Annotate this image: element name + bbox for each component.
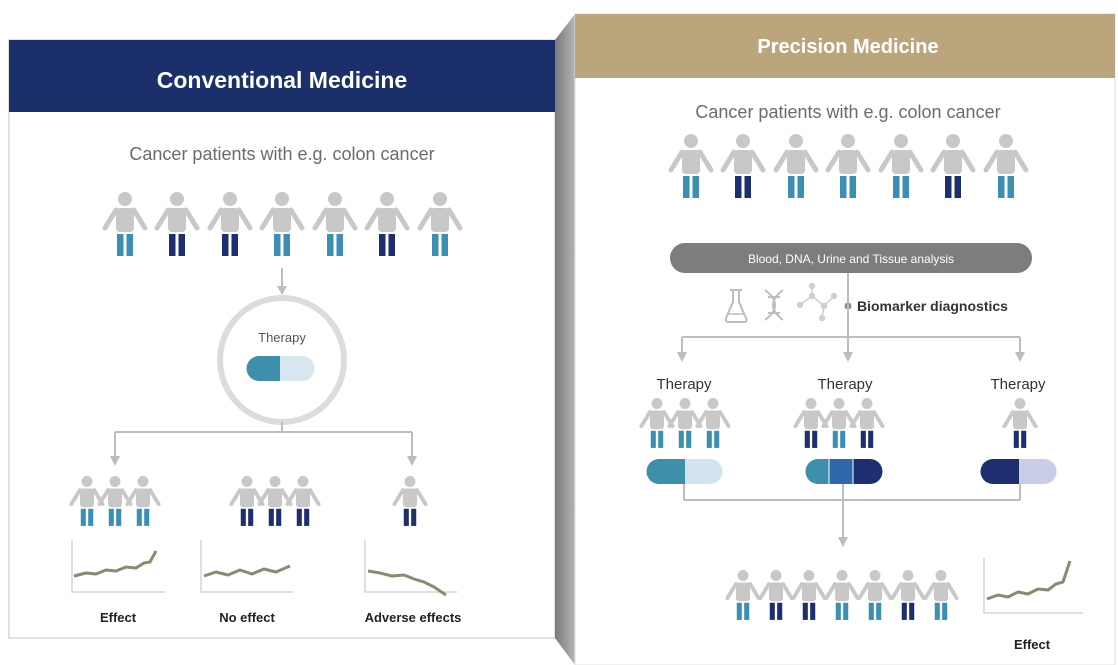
pill-icon — [805, 459, 883, 484]
arrow-down-icon — [407, 456, 417, 466]
pill-icon — [246, 356, 315, 381]
conventional-patient-group — [102, 192, 463, 256]
person-icon — [923, 570, 959, 620]
effect-trend-chart — [983, 558, 1083, 614]
therapy-label-3: Therapy — [990, 376, 1046, 393]
person-icon — [364, 192, 410, 256]
person-icon — [668, 134, 714, 198]
biomarker-label: Biomarker diagnostics — [857, 298, 1008, 314]
arrow-down-icon — [110, 456, 120, 466]
precision-patient-group — [668, 134, 1029, 198]
person-icon — [154, 192, 200, 256]
adverse-effects-trend-chart — [364, 540, 457, 597]
trend-line — [73, 550, 158, 578]
precision-panel-frame — [574, 13, 1116, 665]
trend-line — [203, 564, 291, 578]
person-icon — [878, 134, 924, 198]
person-icon — [983, 134, 1029, 198]
person-icon — [312, 192, 358, 256]
result-patient-group — [725, 570, 959, 620]
pill-icon — [646, 459, 723, 484]
precision-patients-label: Cancer patients with e.g. colon cancer — [695, 102, 1000, 122]
person-icon — [930, 134, 976, 198]
no-effect-trend-chart — [200, 540, 293, 593]
person-icon — [849, 398, 885, 448]
dna-icon — [764, 289, 784, 321]
person-icon — [259, 192, 305, 256]
panel-side-face — [555, 14, 575, 665]
precision-header — [575, 14, 1115, 78]
outcome-label-adverse-effects: Adverse effects — [365, 610, 462, 625]
conventional-panel: Conventional Medicine Cancer patients wi… — [8, 39, 556, 639]
person-icon — [824, 570, 860, 620]
arrow-down-icon — [843, 352, 853, 362]
person-icon — [857, 570, 893, 620]
arrow-down-icon — [1015, 352, 1025, 362]
therapy-label-2: Therapy — [817, 376, 873, 393]
effect-trend-chart — [71, 540, 165, 593]
analysis-bar — [670, 243, 1032, 273]
molecule-icon — [796, 282, 838, 322]
therapy-patient-groups — [639, 398, 1038, 448]
outcome-patient-groups — [69, 476, 428, 526]
trend-line — [986, 560, 1072, 601]
conventional-therapy-label: Therapy — [258, 330, 306, 345]
person-icon — [667, 398, 703, 448]
flask-icon — [724, 289, 748, 323]
arrow-down-icon — [677, 352, 687, 362]
therapy-label-1: Therapy — [656, 376, 712, 393]
person-icon — [102, 192, 148, 256]
person-icon — [720, 134, 766, 198]
conventional-patients-label: Cancer patients with e.g. colon cancer — [129, 144, 434, 164]
person-icon — [725, 570, 761, 620]
person-icon — [825, 134, 871, 198]
trend-line — [367, 569, 447, 597]
person-icon — [125, 476, 161, 526]
arrow-down-icon — [277, 286, 287, 295]
person-icon — [257, 476, 293, 526]
person-icon — [1002, 398, 1038, 448]
outcome-label-no-effect: No effect — [219, 610, 275, 625]
person-icon — [695, 398, 731, 448]
analysis-label: Blood, DNA, Urine and Tissue analysis — [748, 252, 954, 266]
person-icon — [890, 570, 926, 620]
person-icon — [639, 398, 675, 448]
person-icon — [285, 476, 321, 526]
conventional-header — [9, 40, 555, 112]
result-effect-label: Effect — [1014, 637, 1051, 652]
precision-title: Precision Medicine — [757, 36, 938, 58]
precision-panel: Precision Medicine Cancer patients with … — [574, 13, 1116, 665]
pill-icon — [980, 459, 1057, 484]
person-icon — [207, 192, 253, 256]
person-icon — [773, 134, 819, 198]
person-icon — [392, 476, 428, 526]
person-icon — [758, 570, 794, 620]
arrow-down-icon — [838, 537, 848, 547]
person-icon — [417, 192, 463, 256]
outcome-label-effect: Effect — [100, 610, 137, 625]
person-icon — [791, 570, 827, 620]
conventional-title: Conventional Medicine — [157, 67, 407, 93]
